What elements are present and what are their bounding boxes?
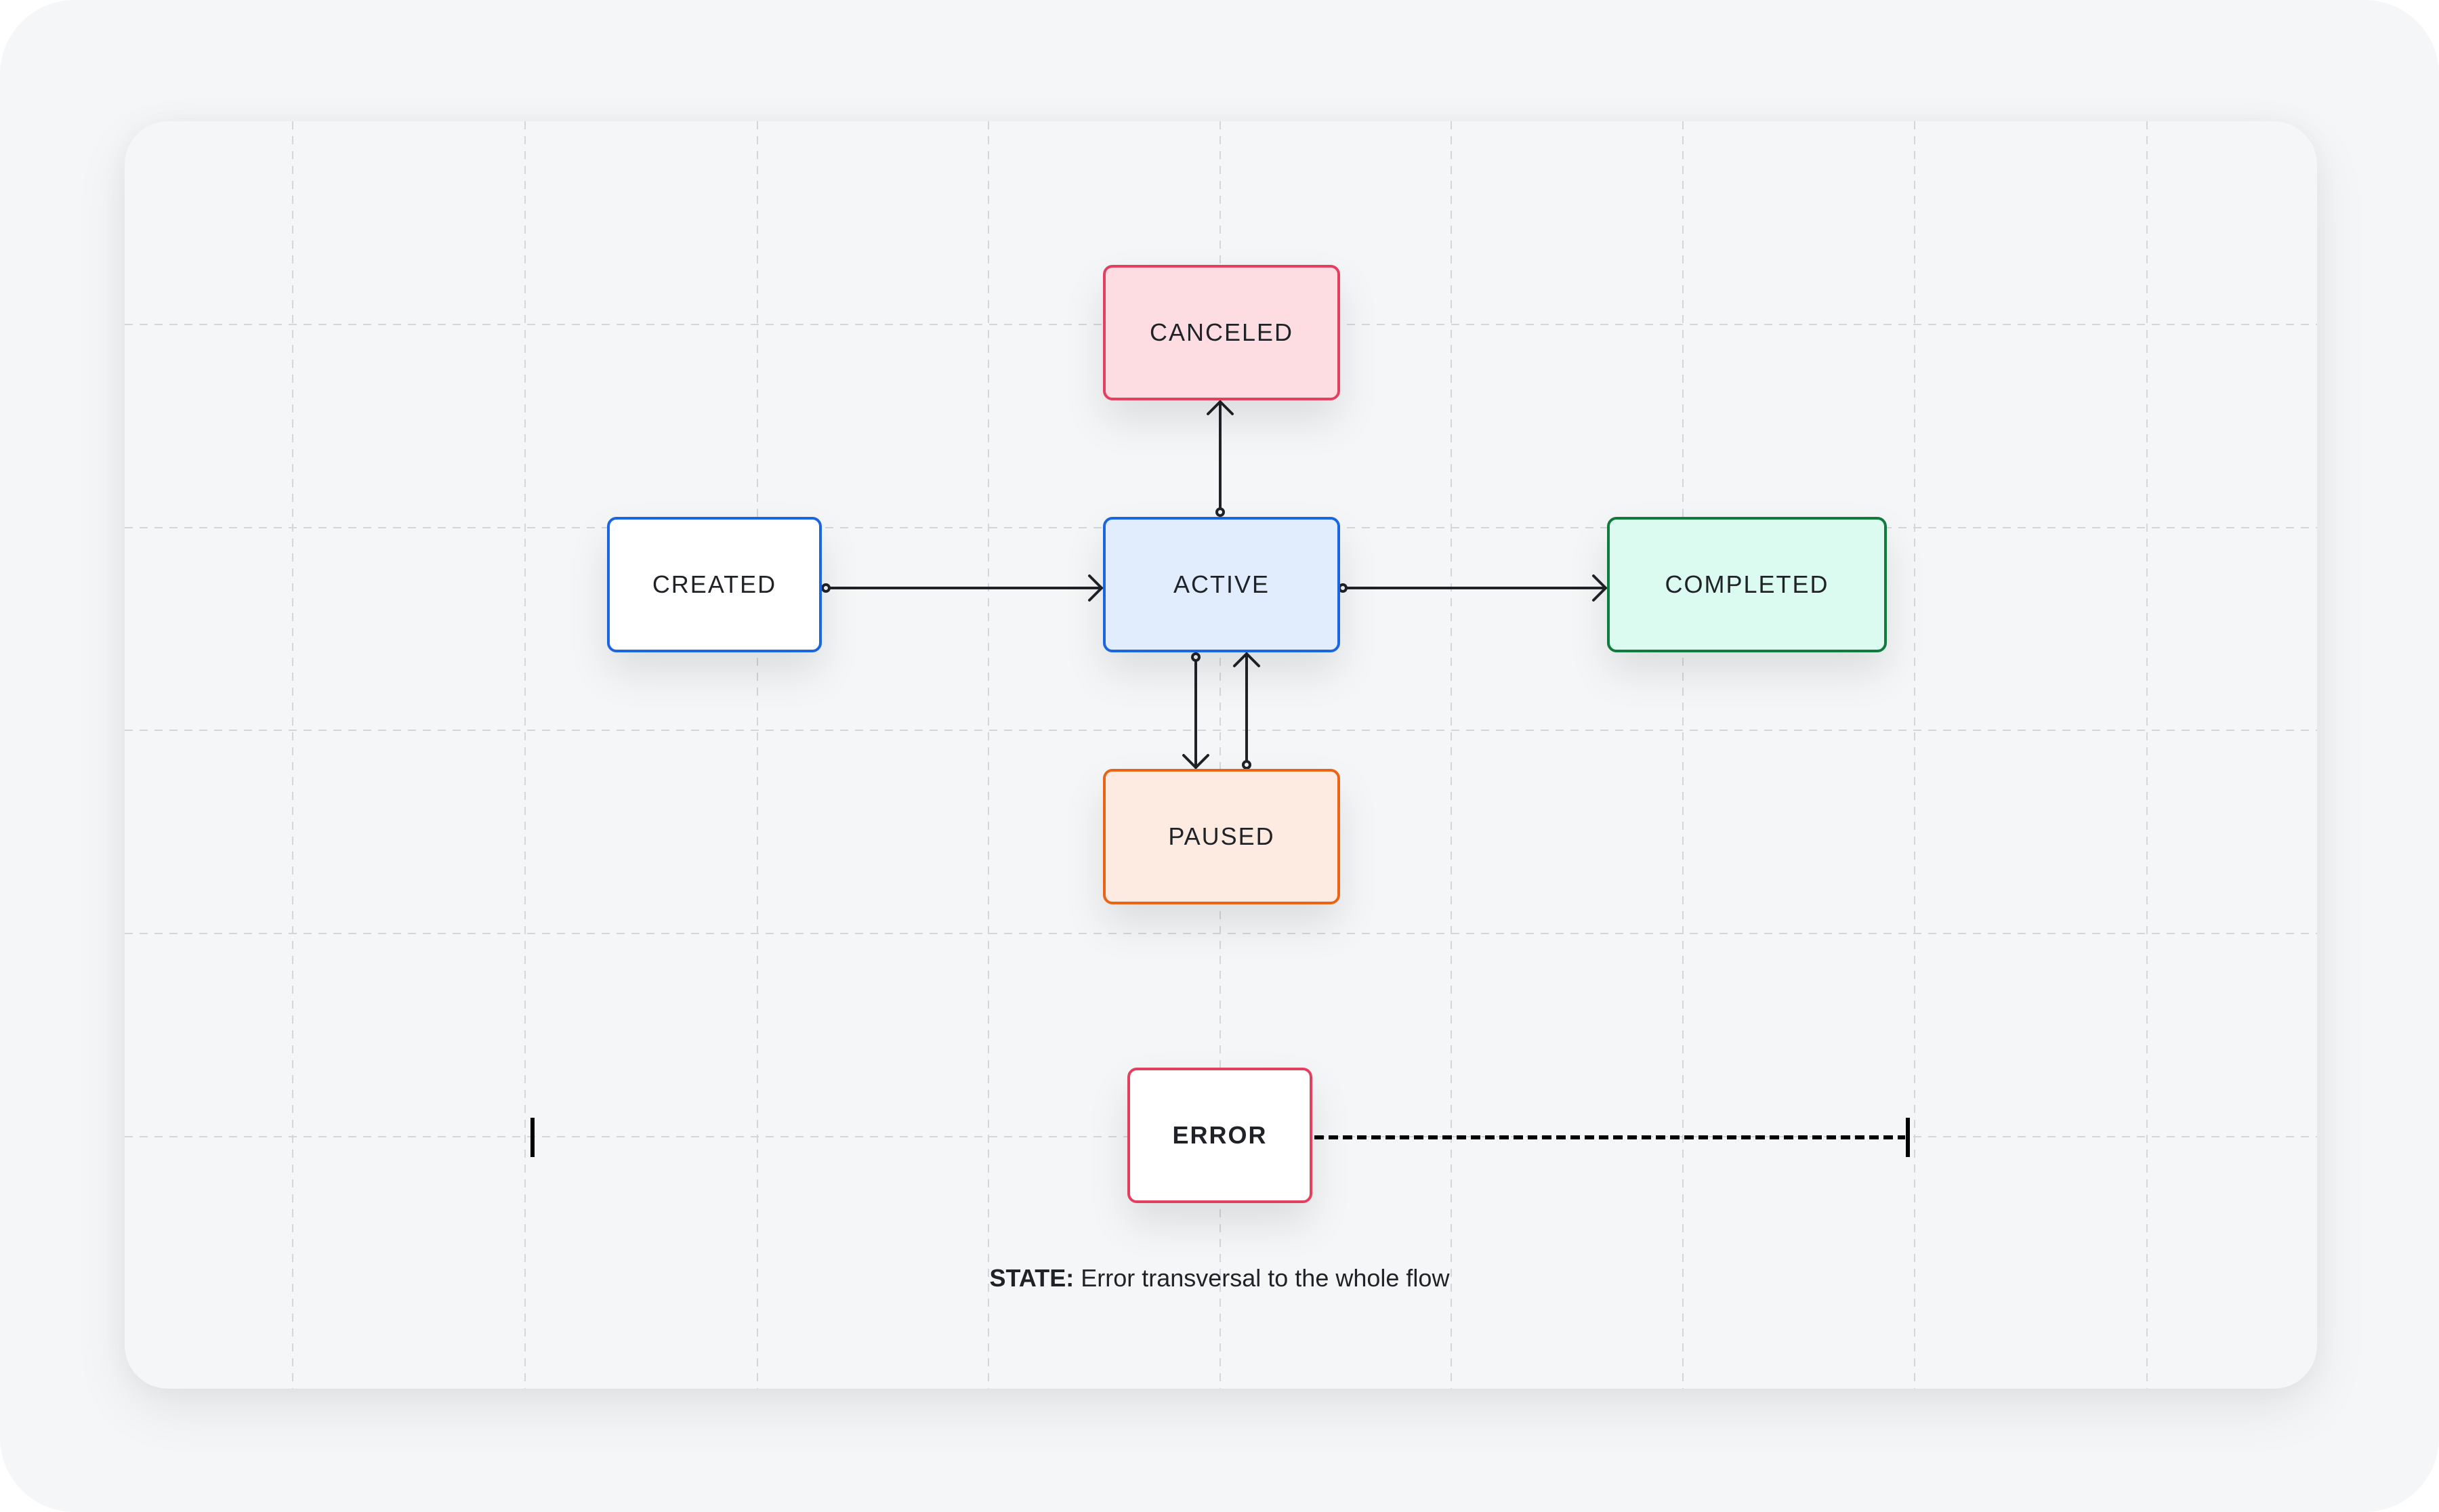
state-canceled-label: CANCELED xyxy=(1149,318,1294,346)
state-canceled: CANCELED xyxy=(1103,265,1340,400)
state-created: CREATED xyxy=(607,517,822,652)
caption-text: Error transversal to the whole flow xyxy=(1081,1264,1450,1292)
edge-active-paused xyxy=(1182,652,1209,769)
error-range-right xyxy=(1314,1118,1910,1157)
state-paused: PAUSED xyxy=(1103,769,1340,904)
edge-paused-active xyxy=(1233,652,1260,770)
caption-label: STATE: xyxy=(989,1264,1075,1292)
edge-active-canceled xyxy=(1207,400,1234,517)
diagram-caption: STATE: Error transversal to the whole fl… xyxy=(0,1264,2439,1293)
state-paused-label: PAUSED xyxy=(1168,822,1275,850)
edge-active-completed xyxy=(1338,574,1607,602)
state-error: ERROR xyxy=(1127,1068,1312,1203)
state-error-label: ERROR xyxy=(1172,1121,1268,1149)
edge-created-active xyxy=(821,574,1103,602)
state-completed-label: COMPLETED xyxy=(1665,570,1829,598)
error-range-left xyxy=(530,1118,1126,1157)
state-active: ACTIVE xyxy=(1103,517,1340,652)
state-active-label: ACTIVE xyxy=(1173,570,1270,598)
state-completed: COMPLETED xyxy=(1607,517,1887,652)
state-created-label: CREATED xyxy=(652,570,777,598)
